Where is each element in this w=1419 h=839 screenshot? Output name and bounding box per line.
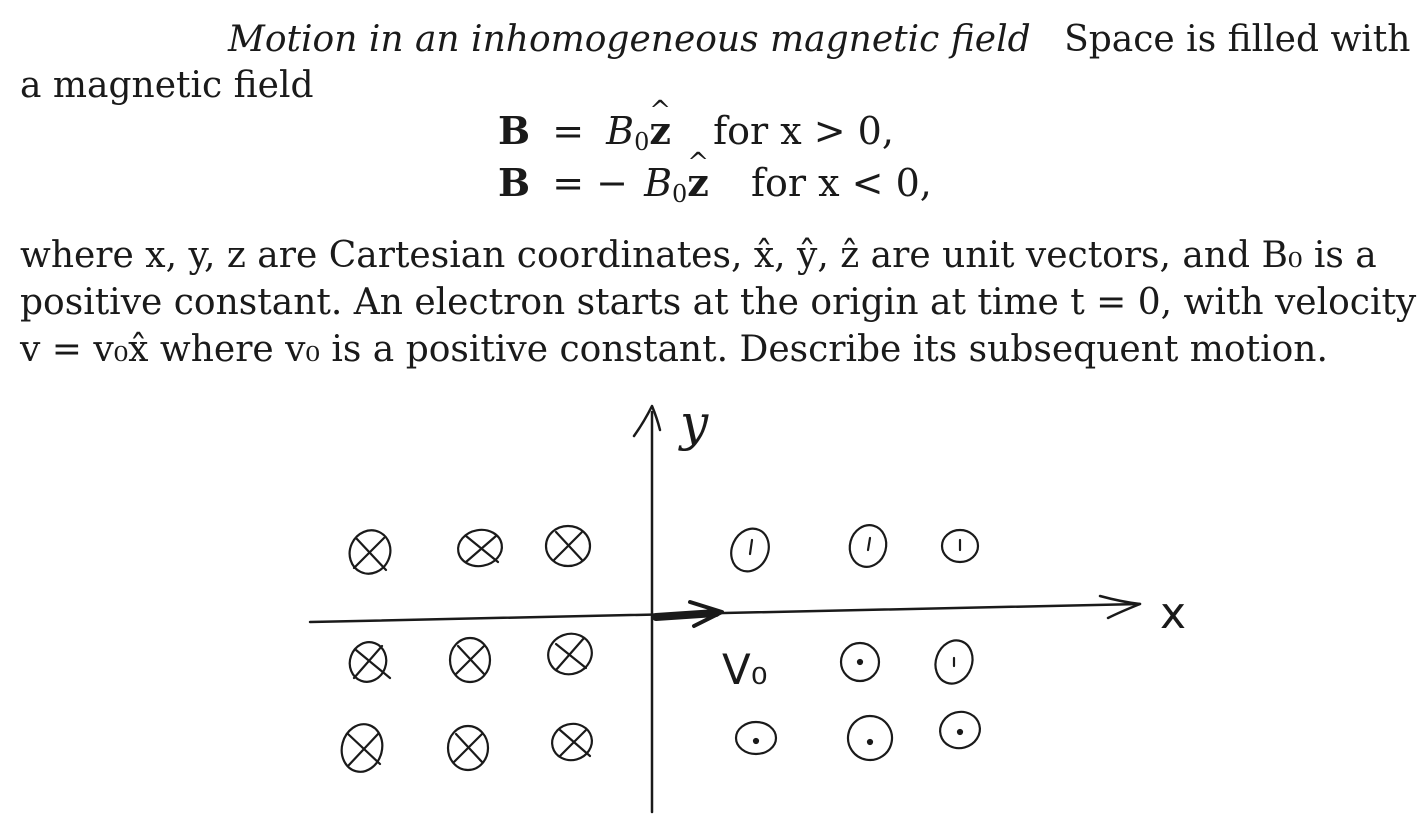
eq1-coef: B — [606, 109, 635, 153]
intro-line-1: Motion in an inhomogeneous magnetic fiel… — [228, 22, 1410, 58]
cross-symbol — [446, 724, 490, 772]
cross-symbol — [348, 641, 392, 683]
equation-2: B = − B0z for x < 0, — [498, 161, 932, 208]
dot-symbol — [939, 710, 981, 750]
cross-symbol — [551, 722, 593, 762]
y-axis-label: y — [678, 394, 709, 452]
eq1-equals: = — [552, 109, 585, 153]
velocity-arrowhead — [688, 600, 724, 628]
x-axis — [308, 602, 1142, 624]
cross-symbol — [448, 636, 492, 684]
intro-line-2: a magnetic field — [20, 65, 314, 106]
dot-symbol — [848, 524, 888, 568]
dot-symbol — [934, 639, 974, 685]
velocity-label: V₀ — [722, 645, 768, 694]
x-axis-label: x — [1160, 588, 1186, 639]
dot-symbol — [730, 527, 770, 573]
problem-title: Motion in an inhomogeneous magnetic fiel… — [228, 19, 1031, 60]
cross-symbol — [547, 632, 593, 676]
paragraph-line-2: positive constant. An electron starts at… — [20, 282, 1417, 323]
cross-symbol — [348, 529, 392, 575]
y-axis-arrowhead — [632, 404, 662, 438]
x-axis-arrowhead — [1098, 594, 1142, 620]
intro-tail: Space is filled with — [1064, 19, 1411, 60]
eq2-lhs: B — [498, 160, 531, 205]
dot-symbol — [940, 528, 980, 564]
eq1-lhs: B — [498, 108, 531, 153]
cross-symbol — [544, 524, 592, 568]
dot-symbol — [734, 720, 778, 756]
cross-symbol — [340, 723, 384, 773]
paragraph-line-3: v = v₀x̂ where v₀ is a positive constant… — [20, 329, 1328, 370]
eq2-coef: B — [644, 161, 673, 205]
eq2-equals: = − — [552, 161, 628, 205]
eq2-unit-vector: z — [687, 164, 709, 202]
velocity-arrow — [652, 609, 720, 621]
eq1-condition: for x > 0, — [713, 109, 894, 153]
dot-symbol — [839, 641, 881, 683]
eq1-unit-vector: z — [649, 112, 671, 150]
dot-symbol — [846, 714, 894, 762]
paragraph-line-1: where x, y, z are Cartesian coordinates,… — [20, 235, 1377, 276]
equation-1: B = B0z for x > 0, — [498, 109, 894, 156]
eq1-sub: 0 — [634, 128, 650, 156]
eq2-condition: for x < 0, — [750, 161, 932, 205]
cross-symbol — [457, 528, 503, 568]
dot-symbols — [730, 524, 981, 762]
cross-symbols — [340, 524, 593, 773]
eq2-sub: 0 — [672, 180, 688, 208]
